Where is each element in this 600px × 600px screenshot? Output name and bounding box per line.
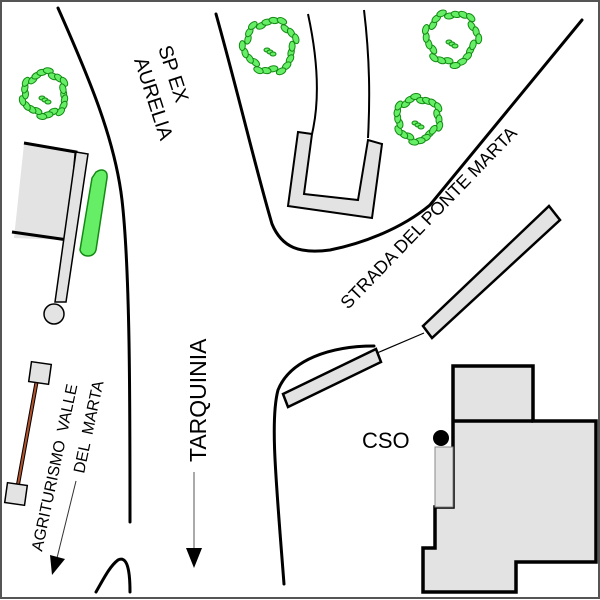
driveway-right-edge (363, 9, 371, 139)
building-left-pole (54, 151, 89, 303)
tree-leaf (238, 40, 246, 52)
building-short-strip (281, 347, 383, 409)
tree-leaf (475, 33, 483, 45)
cso-label: CSO (362, 428, 410, 453)
tree-leaf (421, 24, 430, 35)
tree-leaf (436, 9, 447, 18)
road-hook (94, 557, 132, 594)
tree-leaf (417, 124, 425, 130)
tree-leaf (248, 21, 258, 30)
tree-top-center (238, 16, 300, 76)
tree-leaf (469, 39, 477, 51)
tree-leaf (42, 67, 54, 75)
tarquinia-arrow-head (186, 548, 202, 568)
building-left-gray (14, 144, 76, 240)
tree-leaf (394, 100, 404, 111)
pipe-box-top (27, 360, 53, 386)
building-long-strip (421, 204, 562, 340)
road-edge-top-center (214, 12, 584, 253)
cso-marker-dot[interactable] (433, 430, 449, 446)
road-edge-sp-aurelia (56, 6, 132, 524)
tree-leaf (269, 51, 277, 57)
building-left-pole-base (43, 303, 65, 325)
pipe-box-bottom (3, 481, 29, 507)
tree-top-left (18, 67, 69, 120)
tree-leaf (435, 120, 444, 132)
connector-line (376, 332, 425, 354)
tree-leaf (288, 40, 296, 52)
tree-top-right (421, 9, 483, 70)
tree-leaf (408, 138, 420, 146)
tree-layer (18, 9, 483, 146)
tree-leaf (21, 76, 31, 87)
tree-leaf (429, 124, 438, 135)
agriturismo-arrow-head (50, 555, 65, 575)
tree-leaf (253, 66, 264, 75)
hedge (79, 169, 108, 257)
building-annex (434, 446, 454, 508)
pipe-line (16, 373, 39, 491)
tree-leaf (466, 13, 476, 23)
building-u-shape (286, 130, 384, 220)
tree-leaf (44, 99, 52, 105)
tree-leaf (451, 43, 459, 49)
tree-right-middle (393, 92, 444, 146)
tree-leaf (59, 83, 67, 95)
tree-leaf (449, 61, 461, 70)
label-tarquinia: TARQUINIA (185, 338, 211, 462)
tree-leaf (276, 17, 288, 25)
agriturismo-arrow-line (56, 480, 77, 559)
tree-leaf (292, 33, 300, 45)
road-edge-south-right (272, 344, 376, 586)
tree-leaf (275, 67, 287, 76)
driveway-left-edge (307, 13, 318, 135)
tree-leaf (429, 53, 439, 63)
